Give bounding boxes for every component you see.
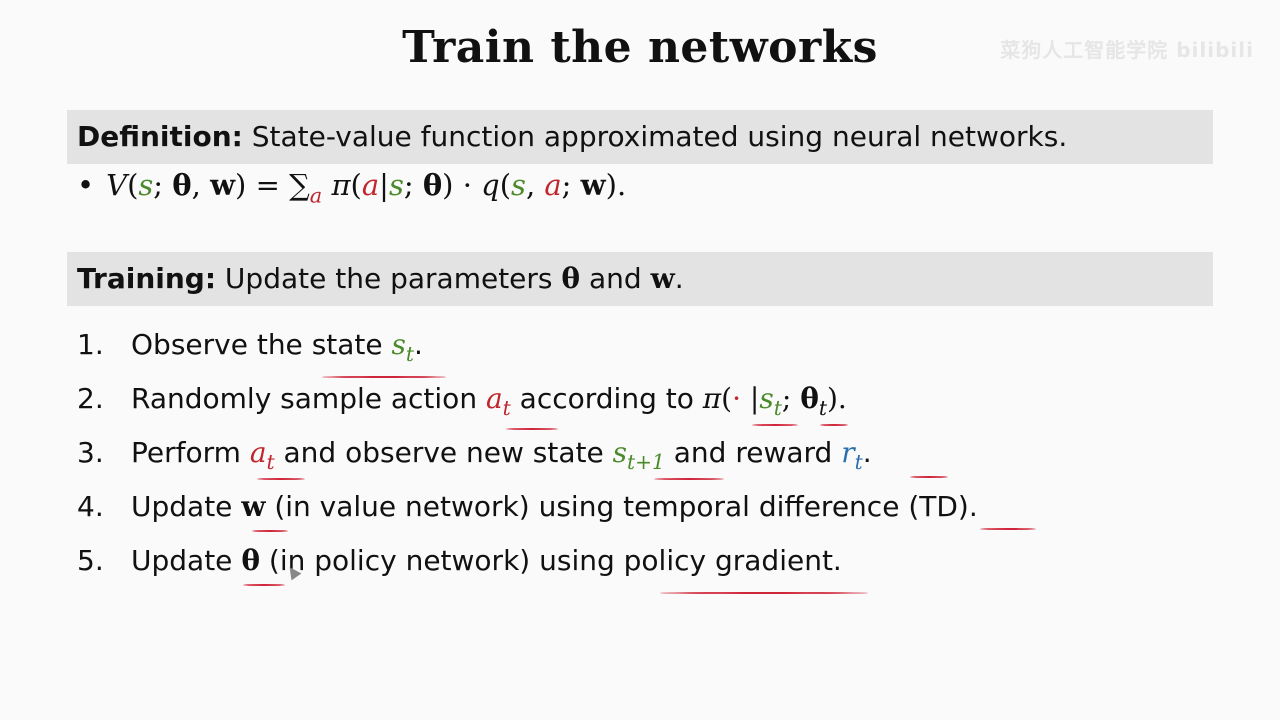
underline-reward (910, 476, 948, 478)
step-3: 3.Perform at and observe new state st+1 … (77, 436, 872, 475)
definition-line: Definition: State-value function approxi… (77, 110, 1067, 164)
underline-new-state (654, 478, 724, 480)
underline-perform-action (257, 478, 305, 480)
step-4: 4.Update w (in value network) using temp… (77, 490, 978, 523)
definition-label: Definition: (77, 120, 243, 153)
underline-policy-dot (752, 424, 798, 426)
bullet: • (77, 168, 95, 202)
definition-band (67, 110, 1213, 164)
underline-action (506, 428, 558, 430)
definition-text: State-value function approximated using … (242, 120, 1068, 153)
step-1: 1.Observe the state st. (77, 328, 423, 367)
underline-policy-gradient (660, 592, 868, 594)
training-band (67, 252, 1213, 306)
underline-w (252, 530, 288, 532)
step-2: 2.Randomly sample action at according to… (77, 382, 847, 421)
underline-policy-state (820, 424, 848, 426)
underline-theta (243, 584, 285, 586)
underline-td (980, 528, 1036, 530)
watermark: 菜狗人工智能学院 bilibili (1000, 38, 1254, 62)
step-5: 5.Update θ (in policy network) using pol… (77, 544, 842, 577)
slide-title: Train the networks (402, 22, 878, 73)
training-label: Training: (77, 262, 217, 295)
underline-state (322, 376, 446, 378)
state-value-formula: •V(s; θ, w) = ∑a π(a|s; θ) · q(s, a; w). (77, 168, 627, 208)
training-line: Training: Update the parameters θ and w. (77, 262, 684, 295)
